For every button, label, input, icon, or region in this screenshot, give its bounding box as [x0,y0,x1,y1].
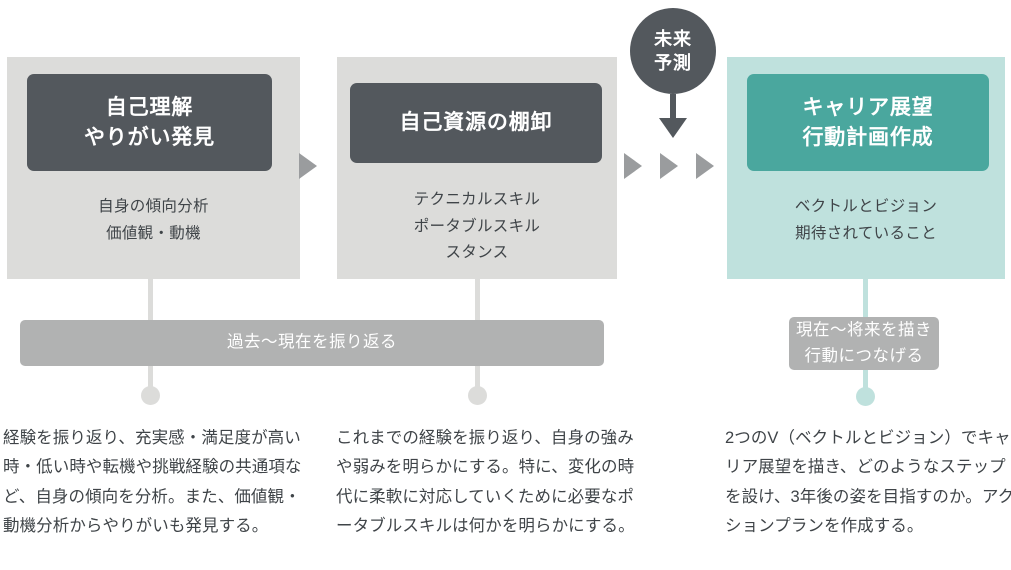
connector-line-step-1-bottom [148,365,153,393]
step-3-subitems: ベクトルとビジョン 期待されていること [727,194,1005,247]
step-3-title-card: キャリア展望 行動計画作成 [747,74,989,171]
step-2-subitem-3: スタンス [445,244,509,262]
step-1-subitem-2: 価値観・動機 [106,224,201,242]
step-1-subitems: 自身の傾向分析 価値観・動機 [7,194,300,247]
step-1-title-line-2: やりがい発見 [83,125,216,149]
step-3-title-line-1: キャリア展望 [802,95,934,119]
connector-line-step-2-top [475,279,480,320]
connector-line-step-3-bottom [863,369,868,395]
future-forecast-badge: 未来 予測 [630,8,716,94]
step-3-subitem-2: 期待されていること [795,224,937,242]
step-2-title-line-1: 自己資源の棚卸 [399,111,553,135]
play-triangle-icon-2 [660,153,678,179]
play-triangle-icon-1 [624,153,642,179]
step-3-title-line-2: 行動計画作成 [802,125,934,149]
step-3-description: 2つのV（ベクトルとビジョン）でキャリア展望を描き、どのようなステップを設け、3… [725,429,1011,536]
summary-band-present-to-future: 現在〜将来を描き 行動につなげる [789,317,939,370]
step-2-subitem-1: テクニカルスキル [413,191,541,208]
step-2-title-card: 自己資源の棚卸 [350,83,602,163]
connector-dot-step-3 [856,387,875,406]
summary-band-past-to-present-label: 過去〜現在を振り返る [227,333,397,352]
step-1-subitem-1: 自身の傾向分析 [98,198,209,215]
step-2-subitems: テクニカルスキル ポータブルスキル スタンス [337,187,617,267]
summary-band-past-to-present: 過去〜現在を振り返る [20,320,604,366]
summary-band-present-to-future-line-2: 行動につなげる [804,346,924,365]
future-forecast-badge-line-1: 未来 [654,28,692,49]
step-2-subitem-2: ポータブルスキル [413,217,541,235]
step-1-title-card: 自己理解 やりがい発見 [27,74,272,171]
connector-dot-step-2 [468,386,487,405]
play-triangle-icon-3 [696,153,714,179]
connector-line-step-3-top [863,279,868,317]
arrow-down-icon-shaft [670,94,676,120]
connector-line-step-1-top [148,279,153,320]
step-1-description: 経験を振り返り、充実感・満足度が高い時・低い時や転機や挑戦経験の共通項など、自身… [3,429,302,536]
future-forecast-badge-line-2: 予測 [654,53,692,73]
connector-dot-step-1 [141,386,160,405]
step-1-title-line-1: 自己理解 [105,95,194,119]
play-triangle-icon-between-steps [299,153,317,179]
arrow-down-icon-head [659,118,687,138]
summary-band-present-to-future-line-1: 現在〜将来を描き [796,320,932,339]
connector-line-step-2-bottom [475,365,480,393]
step-2-description: これまでの経験を振り返り、自身の強みや弱みを明らかにする。特に、変化の時代に柔軟… [336,429,635,536]
step-3-subitem-1: ベクトルとビジョン [794,198,938,215]
